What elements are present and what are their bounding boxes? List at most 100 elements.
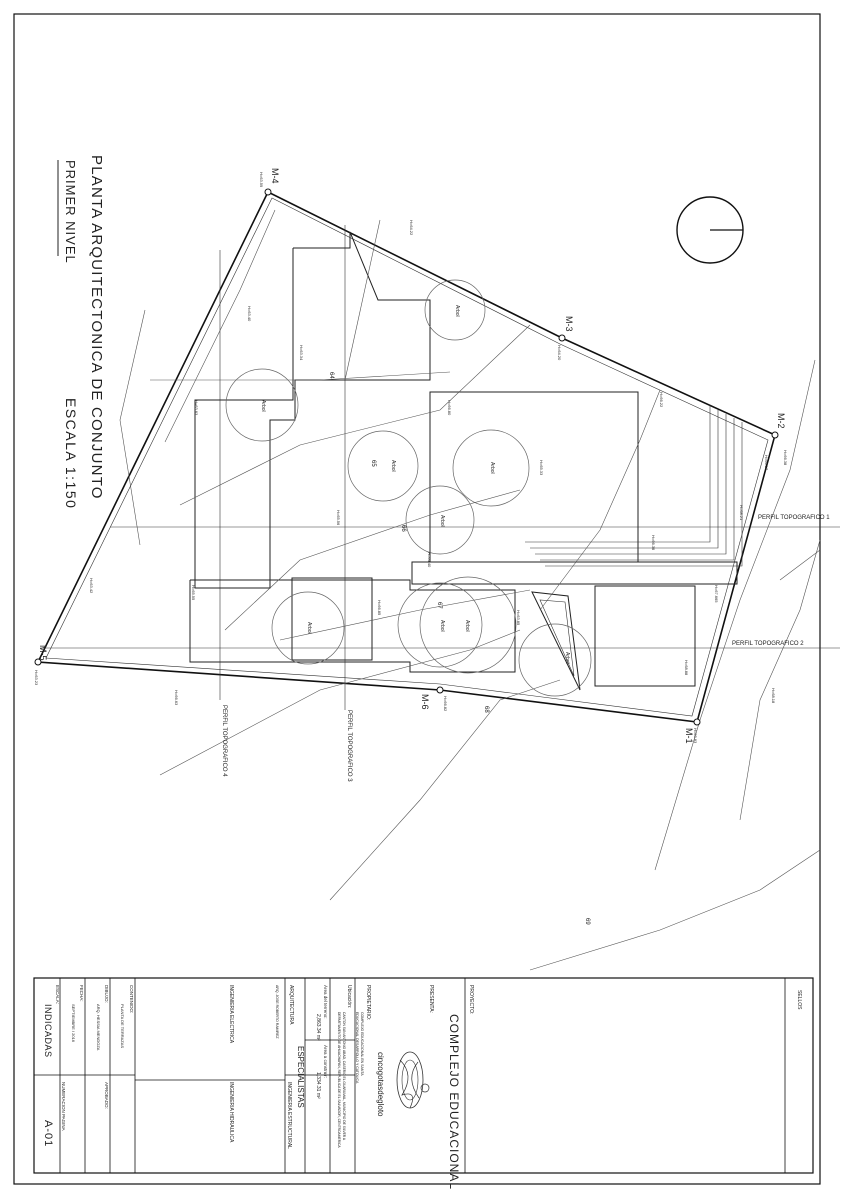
- monument-label-m2: M-2: [776, 413, 786, 429]
- svg-text:H=65.55: H=65.55: [191, 585, 196, 601]
- sheet-border: [13, 13, 821, 1185]
- building-outline-e: [594, 585, 696, 687]
- svg-text:H=68.88: H=68.88: [684, 660, 689, 676]
- svg-text:H=66.82: H=66.82: [443, 696, 448, 712]
- svg-text:Arbol: Arbol: [439, 515, 445, 527]
- svg-text:H=68.18: H=68.18: [771, 688, 776, 704]
- svg-text:66: 66: [400, 525, 406, 532]
- svg-text:67: 67: [436, 602, 442, 609]
- area-construir-label: Área a construir:: [323, 1045, 329, 1078]
- svg-text:64: 64: [328, 372, 334, 379]
- building-outline-a: [194, 231, 431, 589]
- svg-text:Arbol: Arbol: [454, 305, 460, 317]
- profile-label-2: PERFIL TOPOGRAFICO 2: [732, 641, 804, 647]
- monument-label-m6: M-6: [420, 694, 430, 710]
- plan-subtitle: PRIMER NIVEL: [63, 160, 78, 264]
- title-block: PROYECTO: COMPLEJO EDUCACIONAL PRESENTA:…: [33, 977, 814, 1190]
- propietario-line-2: EDUCACIONAL DESARROLLO Y CATOLICA: [355, 1012, 359, 1084]
- plan-title-group: PLANTA ARQUITECTONICA DE CONJUNTO: [88, 155, 105, 500]
- svg-text:H=66.17: H=66.17: [764, 455, 769, 471]
- numeracion-label: NUMERACION PAGINA: [61, 1082, 66, 1131]
- contenido-value: PLANTA DE TERRAZAS: [120, 1004, 125, 1048]
- monument-label-m3: M-3: [564, 316, 574, 332]
- contour-value-labels: 64 65 66 67 68 69: [328, 372, 590, 925]
- terrace-steps: [525, 405, 743, 567]
- monument-label-m5: M-5: [38, 645, 48, 661]
- escala-value: INDICADAS: [43, 1004, 53, 1058]
- svg-text:H=66.63: H=66.63: [174, 690, 179, 706]
- area-terreno-value: 2,863.34 m²: [315, 1014, 321, 1041]
- company-logo: [396, 1051, 430, 1109]
- svg-text:H=63.59: H=63.59: [259, 172, 264, 188]
- aprobado-label: APROBADO:: [104, 1082, 109, 1109]
- propietario-label: PROPIETARIO:: [365, 985, 371, 1020]
- svg-text:69: 69: [584, 918, 590, 925]
- area-terreno-label: Área del terreno:: [323, 985, 329, 1019]
- svg-text:H=66.36: H=66.36: [651, 535, 656, 551]
- ing-electrica-label: INGENIERIA ELECTRICA: [228, 985, 234, 1044]
- plan-scale-group: ESCALA 1:150: [63, 398, 79, 509]
- svg-text:H=66.80: H=66.80: [447, 400, 452, 416]
- dibujo-label: DIBUJO:: [104, 985, 109, 1003]
- plan-subtitle-group: PRIMER NIVEL: [63, 160, 78, 264]
- ing-estructural-label: INGENIERIA ESTRUCTURAL: [286, 1082, 292, 1149]
- tree: [397, 582, 483, 668]
- tree: [347, 430, 419, 502]
- building-outline-d: [189, 579, 516, 673]
- tree: [452, 429, 530, 507]
- propietario-line-1: COMPLEJO EDUCACIONAL EN SANTA: [360, 1012, 364, 1076]
- tree: [424, 279, 486, 341]
- arquitectura-name: ARQ. JOSE ROBERTO RAMIREZ: [275, 985, 279, 1039]
- svg-text:68: 68: [483, 706, 489, 713]
- north-arrow: [676, 196, 744, 264]
- svg-text:Arbol: Arbol: [260, 400, 266, 412]
- svg-text:H=63.63: H=63.63: [194, 400, 199, 416]
- tree: [225, 368, 299, 442]
- svg-text:H=63.40: H=63.40: [247, 306, 252, 322]
- svg-text:Arbol: Arbol: [489, 462, 495, 474]
- ubicacion-label: Ubicación:: [346, 985, 352, 1008]
- escala-label: ESCALA:: [55, 985, 60, 1004]
- presenta-label: PRESENTA:: [428, 985, 434, 1013]
- svg-text:Arbol: Arbol: [306, 622, 312, 634]
- tree: [518, 623, 592, 697]
- sellos-label: SELLOS: [796, 990, 802, 1010]
- title-block-frame: [33, 977, 814, 1174]
- trees: [225, 279, 592, 697]
- property-boundary: [36, 190, 776, 723]
- svg-text:H=66.38: H=66.38: [783, 450, 788, 466]
- monument-labels: M-4 M-3 M-2 M-1 M-6 M-5: [38, 168, 786, 744]
- svg-text:H=63.85: H=63.85: [516, 610, 521, 626]
- building-outline-c: [291, 577, 373, 661]
- ubicacion-line-1: CANTON SAN ANTONIO ABAD, CASERIO EL GUAR…: [342, 1012, 346, 1141]
- svg-text:H=63.23: H=63.23: [34, 670, 39, 686]
- tree: [419, 576, 517, 674]
- tree-labels: Arbol Arbol Arbol Arbol Arbol Arbol Arbo…: [260, 305, 570, 664]
- especialistas-heading: ESPECIALISTAS: [296, 1046, 305, 1108]
- ramp-triangle: [531, 591, 581, 691]
- plan-title: PLANTA ARQUITECTONICA DE CONJUNTO: [88, 155, 105, 500]
- monument-label-m1: M-1: [684, 728, 694, 744]
- svg-text:H=66.40: H=66.40: [427, 552, 432, 568]
- svg-text:H=67.665: H=67.665: [714, 585, 719, 603]
- svg-text:H=68.21: H=68.21: [739, 505, 744, 521]
- profile-labels: PERFIL TOPOGRAFICO 1 PERFIL TOPOGRAFICO …: [221, 515, 830, 782]
- proyecto-name: COMPLEJO EDUCACIONAL: [447, 1014, 461, 1190]
- tree: [271, 591, 345, 665]
- ubicacion-line-2: DEPARTAMENTO DE AHUACHAPAN, REPUBLICA DE…: [337, 1012, 341, 1148]
- site-plan: [34, 188, 840, 971]
- svg-text:H=63.42: H=63.42: [89, 578, 94, 594]
- svg-text:Arbol: Arbol: [564, 652, 570, 664]
- elevation-labels: H=63.59 H=64.22 H=63.34 H=63.40 H=63.63 …: [34, 172, 788, 744]
- dibujo-value: ARQ. HESSIA MENDOZA: [96, 1004, 101, 1051]
- svg-text:Arbol: Arbol: [464, 620, 470, 632]
- ramp-triangle-inner: [539, 599, 575, 677]
- building-outline-b: [429, 391, 639, 563]
- svg-text:H=63.34: H=63.34: [299, 345, 304, 361]
- svg-text:H=66.22: H=66.22: [659, 392, 664, 408]
- contour-lines: [119, 209, 821, 971]
- corridor-block: [411, 561, 738, 585]
- svg-text:65: 65: [370, 460, 376, 467]
- area-construir-value: 1,334.31 m²: [315, 1072, 321, 1099]
